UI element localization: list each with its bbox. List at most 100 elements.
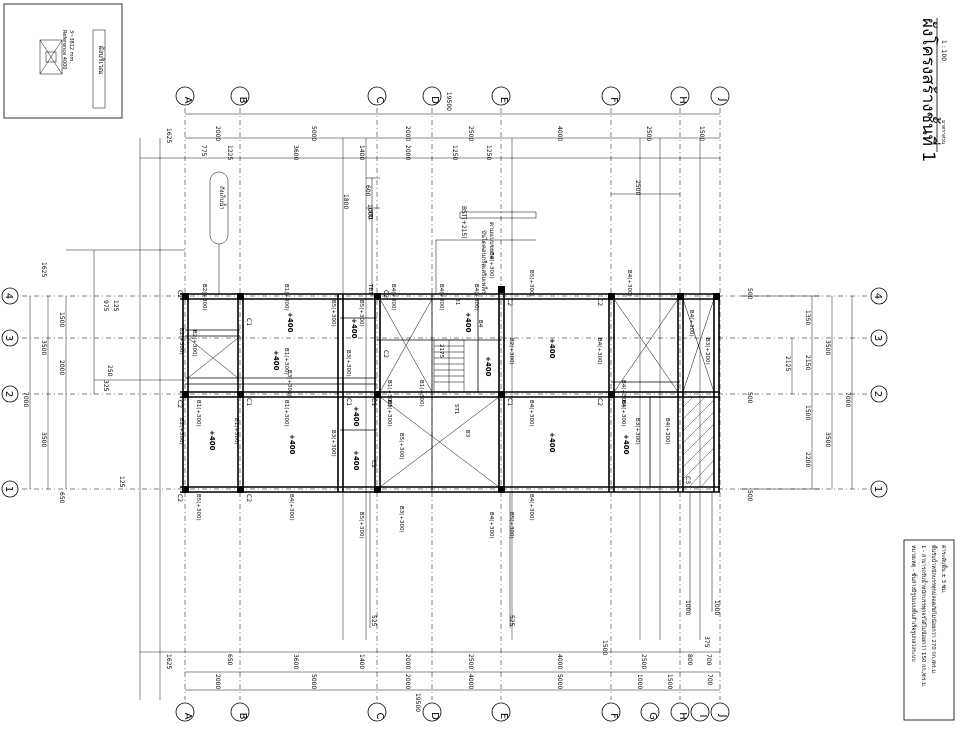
column-label: C2: [176, 400, 183, 408]
svg-text:B: B: [237, 713, 248, 720]
grid-lines: [22, 108, 870, 700]
beam-label: B5(+300): [195, 494, 201, 521]
beam-label: B3(+300): [345, 350, 351, 377]
svg-text:J: J: [717, 714, 728, 718]
grid-bubble-left-2: 2: [1, 385, 19, 403]
beam-label: B3(+300): [286, 370, 292, 397]
dim-right3-1: 2125: [784, 356, 791, 371]
dim-top2-2: 1225: [226, 145, 233, 160]
notes-box: หมายเหตุ - ชั้นล่างมีรูปแบบพื้นสำเร็จรูป…: [903, 539, 955, 721]
key-plan-text: ผังบริเวณ: [97, 46, 105, 75]
stair-text: บันไดคอนกรีตเสริมเหล็ก: [480, 230, 489, 294]
grid-bubble-bottom-b: B: [230, 702, 250, 722]
dim-bottom2-5: 2000: [404, 654, 411, 669]
svg-text:3: 3: [872, 335, 883, 341]
grid-bubble-bottom-j: J: [710, 702, 730, 722]
misc-b3: B3: [464, 430, 470, 438]
grid-bubble-bottom-f: F: [601, 702, 621, 722]
dim-left3-2: 975: [102, 300, 109, 312]
dim-top-7: 1500: [698, 126, 705, 141]
dim-bottom-total: 19500: [414, 693, 421, 712]
misc-st1b: ST1: [453, 404, 459, 414]
misc-labels: BST(+215) บันไดคอนกรีตเสริมเหล็ก ตามแบบข…: [218, 186, 495, 438]
svg-text:2: 2: [3, 391, 14, 397]
dim-right2-4: 1350: [804, 310, 811, 325]
grid-bubbles: A B C D E F H J A B C D E F G H I J 4 3 …: [1, 86, 888, 722]
beam-label: B5(+300): [358, 512, 364, 539]
beam-label: B3(+300): [330, 430, 336, 457]
svg-text:F: F: [608, 97, 619, 103]
column-label: C3: [684, 476, 691, 484]
beam-label: B5(+300): [358, 300, 364, 327]
grid-bubble-top-f: F: [601, 86, 621, 106]
title-block: ผังโครงสร้างชั้นที่ 1 มาตราส่วน 1 : 100: [918, 18, 947, 162]
column-labels: C2 C2 C1 C1 C1 C2 C2 C1 C1 C2 C2 C2 C3 C…: [176, 290, 691, 502]
svg-text:G: G: [647, 712, 658, 720]
beam-label: B4(+300): [596, 338, 602, 365]
dim-left3-4: 125: [118, 476, 125, 488]
dim-misc-600: 600: [364, 185, 371, 197]
beam-label: B2(+300): [178, 328, 184, 355]
dim-misc-2500: 2500: [634, 180, 641, 195]
beam-label: B1(+300): [195, 400, 201, 427]
level-mark: +400: [352, 450, 360, 471]
level-mark: +400: [350, 318, 358, 339]
beam-label: B3(+300): [634, 418, 640, 445]
columns: [182, 286, 720, 493]
misc-2175: 2175: [438, 344, 444, 358]
beam-label: B5(+300): [528, 270, 534, 297]
level-mark: +400: [288, 434, 296, 455]
level-mark: +400: [272, 350, 280, 371]
beam-label: B4(+300): [288, 494, 294, 521]
drawing-title: ผังโครงสร้างชั้นที่ 1: [918, 18, 941, 162]
level-mark: +400: [208, 430, 216, 451]
key-plan: ผังบริเวณ 3~3812 mm. Reference 4000: [3, 3, 123, 119]
beam-labels: B2(+300) B2(+300) B1(+300) B1(+300) B3(+…: [191, 270, 694, 533]
svg-text:A: A: [182, 713, 193, 720]
svg-text:H: H: [677, 712, 688, 720]
column-label: C2: [176, 494, 183, 502]
beam-label: B1(+300): [283, 284, 289, 311]
grid-bubble-right-3: 3: [870, 329, 888, 347]
dim-top2-6: 1250: [451, 145, 458, 160]
beam-label: B4(+300): [390, 284, 396, 311]
misc-b1: B1: [454, 298, 460, 305]
column-label: C2: [382, 290, 389, 298]
grid-bubble-bottom-a: A: [175, 702, 195, 722]
tank-note: ถังเก็บน้ำ: [218, 186, 228, 210]
grid-bubble-top-b: B: [230, 86, 250, 106]
beam-label: B5(+300): [330, 300, 336, 327]
dim-bottom-4: 4000: [467, 674, 474, 689]
dim-bottom-8: 700: [706, 674, 713, 686]
beam-label: B4(+300): [528, 400, 534, 427]
dim-right-2: 3500: [824, 432, 831, 447]
grid-bubble-right-1: 1: [870, 480, 888, 498]
dim-top-total: 19500: [445, 92, 452, 111]
svg-text:J: J: [717, 98, 728, 102]
dim-bottom2-8: 1500: [601, 640, 608, 655]
column-label: C2: [506, 298, 513, 306]
column-label: C1: [245, 318, 252, 326]
column-label: C2: [245, 494, 252, 502]
svg-text:1: 1: [872, 486, 883, 492]
dim-bottom2-7: 4000: [556, 654, 563, 669]
beam-label: B1(+300): [283, 348, 289, 375]
beam-label: B4(+300): [473, 284, 479, 311]
svg-text:I: I: [697, 715, 708, 718]
misc-tb1: TB1: [367, 283, 373, 295]
svg-text:D: D: [429, 712, 440, 720]
grid-bubble-bottom-i: I: [690, 702, 710, 722]
dim-misc-1000c: 1000: [713, 600, 720, 615]
beam-label: B2(+300): [508, 338, 514, 365]
dim-bottom2-1: 1625: [165, 654, 172, 669]
dim-bottom2-11: 700: [705, 654, 712, 666]
dim-right2-2: 1500: [804, 405, 811, 420]
beam-labels-vertical: B2(+300) B2(+300) B1(+300) B3(+300) B5(+…: [178, 252, 710, 539]
grid-bubble-bottom-c: C: [367, 702, 387, 722]
dim-misc-125: 125: [112, 300, 119, 312]
misc-b4: B4: [477, 320, 483, 328]
svg-text:2: 2: [872, 391, 883, 397]
grid-bubble-bottom-g: G: [640, 702, 660, 722]
grid-bubble-top-e: E: [491, 86, 511, 106]
dim-right3-4: 500: [746, 490, 753, 502]
